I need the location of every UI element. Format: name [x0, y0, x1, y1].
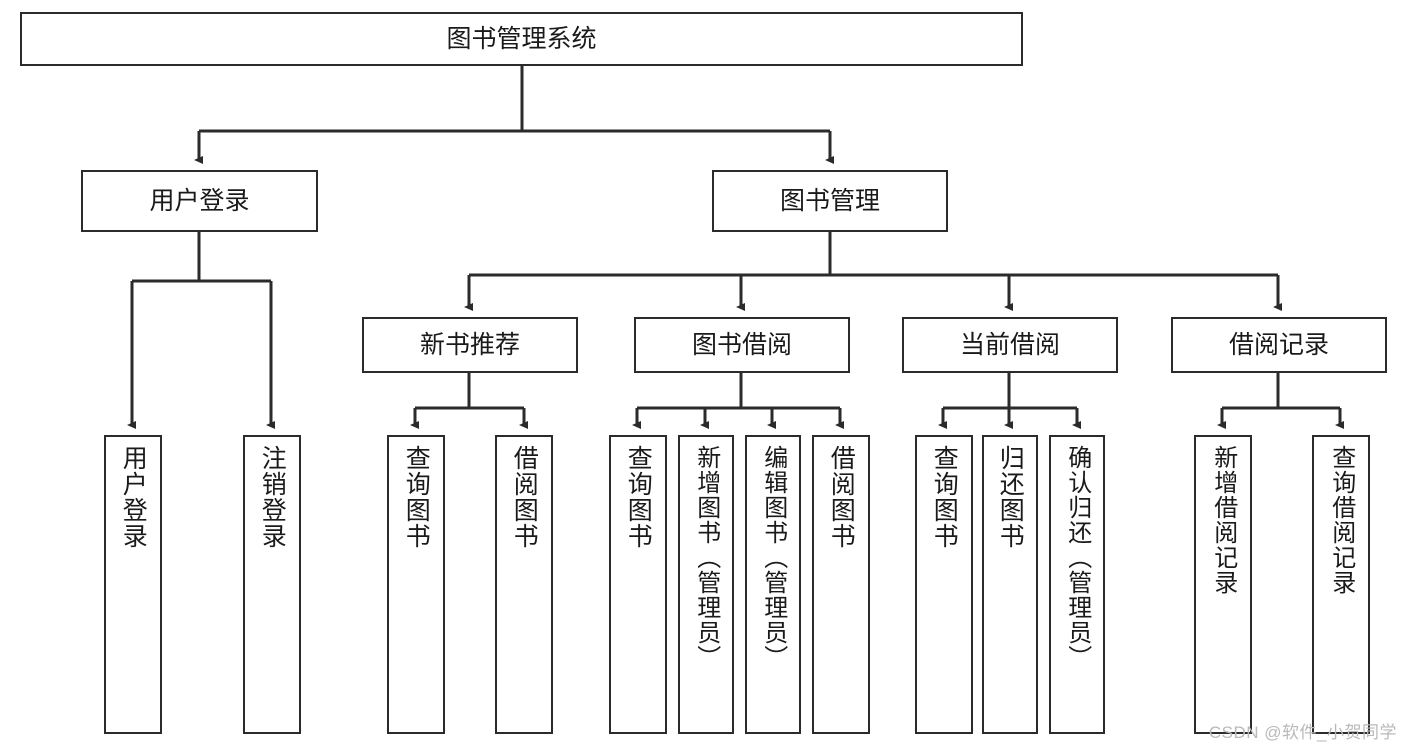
node-label: 新书推荐 — [419, 331, 520, 359]
node-user-login[interactable]: 用户登录 — [81, 170, 318, 232]
node-leaf-confirm-return-admin[interactable]: 确认归还（管理员） — [1049, 435, 1105, 734]
node-current-borrow[interactable]: 当前借阅 — [902, 317, 1118, 373]
node-label: 用户登录 — [149, 187, 250, 215]
node-leaf-query-borrow-record[interactable]: 查询借阅记录 — [1312, 435, 1370, 734]
node-book-manage[interactable]: 图书管理 — [712, 170, 948, 232]
node-new-book-recommend[interactable]: 新书推荐 — [362, 317, 578, 373]
node-label: 图书借阅 — [691, 331, 792, 359]
node-leaf-borrow-book-borrow[interactable]: 借阅图书 — [812, 435, 870, 734]
node-label: 查询图书 — [930, 445, 959, 549]
node-leaf-user-login[interactable]: 用户登录 — [104, 435, 162, 734]
node-leaf-query-book-recommend[interactable]: 查询图书 — [387, 435, 445, 734]
node-label: 新增图书（管理员） — [692, 445, 720, 670]
node-label: 借阅记录 — [1228, 331, 1329, 359]
node-label: 编辑图书（管理员） — [759, 445, 787, 670]
node-leaf-return-book[interactable]: 归还图书 — [982, 435, 1038, 734]
node-label: 查询借阅记录 — [1327, 445, 1355, 595]
node-leaf-add-book-admin[interactable]: 新增图书（管理员） — [678, 435, 734, 734]
node-leaf-edit-book-admin[interactable]: 编辑图书（管理员） — [745, 435, 801, 734]
node-leaf-query-book-current[interactable]: 查询图书 — [915, 435, 973, 734]
node-leaf-borrow-book-recommend[interactable]: 借阅图书 — [495, 435, 553, 734]
node-leaf-query-book-borrow[interactable]: 查询图书 — [609, 435, 667, 734]
node-label: 图书管理系统 — [446, 25, 597, 53]
node-leaf-logout-login[interactable]: 注销登录 — [243, 435, 301, 734]
node-label: 当前借阅 — [959, 331, 1060, 359]
node-label: 借阅图书 — [827, 445, 856, 549]
node-label: 图书管理 — [779, 187, 880, 215]
node-label: 确认归还（管理员） — [1063, 445, 1091, 670]
node-label: 注销登录 — [258, 445, 287, 549]
node-label: 查询图书 — [624, 445, 653, 549]
node-book-management-system[interactable]: 图书管理系统 — [20, 12, 1023, 66]
node-leaf-add-borrow-record[interactable]: 新增借阅记录 — [1194, 435, 1252, 734]
node-label: 借阅图书 — [510, 445, 539, 549]
node-label: 查询图书 — [402, 445, 431, 549]
csdn-watermark: CSDN @软件_小贺同学 — [1208, 723, 1397, 742]
node-label: 新增借阅记录 — [1209, 445, 1237, 595]
node-book-borrow[interactable]: 图书借阅 — [634, 317, 850, 373]
node-borrow-record[interactable]: 借阅记录 — [1171, 317, 1387, 373]
node-label: 归还图书 — [996, 445, 1025, 549]
node-label: 用户登录 — [119, 445, 148, 549]
